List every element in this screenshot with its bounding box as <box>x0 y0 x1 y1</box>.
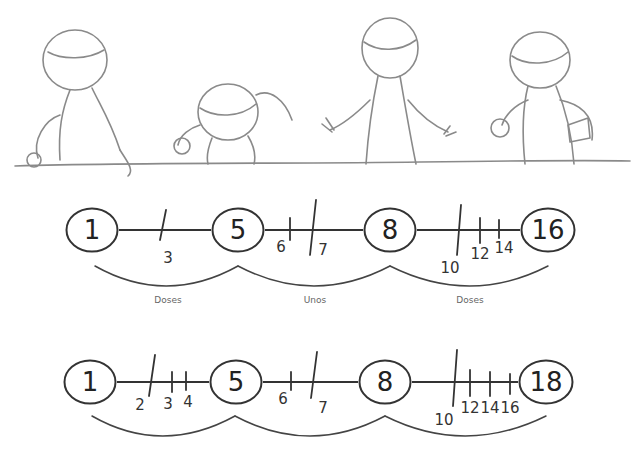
inbetween-number: 14 <box>494 241 513 256</box>
figure-sketch <box>27 30 131 176</box>
inbetween-number: 12 <box>460 401 479 416</box>
inbetween-number: 14 <box>480 401 499 416</box>
key-frame-number: 8 <box>377 369 394 395</box>
beat-circle: 5 <box>209 359 263 405</box>
key-frame-number: 18 <box>529 369 562 395</box>
inbetween-number: 10 <box>440 261 459 276</box>
inbetween-number: 2 <box>135 398 145 413</box>
beat-circle: 8 <box>363 207 417 253</box>
tick-mark <box>290 372 292 390</box>
key-frame-number: 1 <box>82 369 99 395</box>
beat-circle: 1 <box>63 359 117 405</box>
inbetween-number: 4 <box>183 395 193 410</box>
tick-mark <box>160 210 166 240</box>
timing-line <box>412 381 518 383</box>
inbetween-number: 7 <box>318 401 328 416</box>
phrase-bracket <box>92 416 235 436</box>
figure-sketch <box>491 32 592 164</box>
timing-line <box>417 229 520 231</box>
tick-mark <box>185 372 187 390</box>
beat-circle: 16 <box>520 207 576 253</box>
phrase-bracket <box>390 266 548 286</box>
timing-line <box>263 381 358 383</box>
timing-line <box>119 229 211 231</box>
phrase-bracket <box>238 266 390 286</box>
key-frame-number: 16 <box>531 217 564 243</box>
phrase-label: Doses <box>154 296 181 305</box>
tick-mark <box>149 355 155 396</box>
tick-mark <box>489 372 491 396</box>
tick-mark <box>311 352 317 398</box>
inbetween-number: 12 <box>470 247 489 262</box>
key-frame-number: 8 <box>382 217 399 243</box>
key-frame-number: 1 <box>84 217 101 243</box>
tick-mark <box>469 370 471 396</box>
inbetween-number: 3 <box>163 397 173 412</box>
phrase-bracket <box>235 416 385 436</box>
tick-mark <box>498 220 500 238</box>
inbetween-number: 7 <box>318 243 328 258</box>
phrase-bracket <box>95 266 238 286</box>
phrase-label: Doses <box>456 296 483 305</box>
phrase-bracket <box>385 416 546 436</box>
timing-line <box>117 381 209 383</box>
beat-circle: 1 <box>65 207 119 253</box>
inbetween-number: 6 <box>278 392 288 407</box>
beat-circle: 8 <box>358 359 412 405</box>
tick-mark <box>310 200 316 255</box>
inbetween-number: 6 <box>276 240 286 255</box>
key-frame-number: 5 <box>228 369 245 395</box>
phrase-label: Unos <box>304 296 327 305</box>
beat-circle: 18 <box>518 359 574 405</box>
figure-sketch <box>174 84 292 164</box>
key-frame-number: 5 <box>230 217 247 243</box>
tick-mark <box>453 350 457 406</box>
inbetween-number: 10 <box>434 413 453 428</box>
inbetween-number: 3 <box>163 251 173 266</box>
tick-mark <box>509 374 511 394</box>
tick-mark <box>289 218 291 240</box>
beat-circle: 5 <box>211 207 265 253</box>
inbetween-number: 16 <box>500 401 519 416</box>
ground-line <box>15 161 630 166</box>
timing-line <box>265 229 363 231</box>
figure-sketch <box>322 18 456 164</box>
